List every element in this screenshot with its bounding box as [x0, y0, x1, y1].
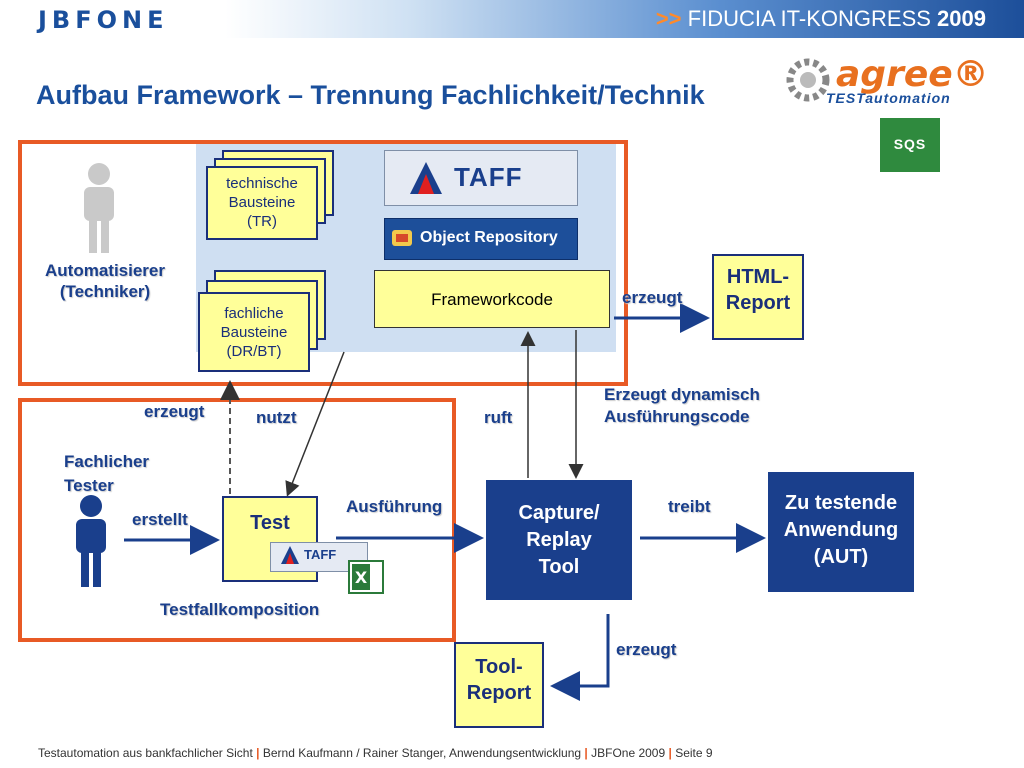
fachliche-line1: fachliche — [224, 305, 284, 322]
kongress-title: >> FIDUCIA IT-KONGRESS 2009 — [656, 6, 986, 32]
capture-line2: Replay — [526, 529, 592, 551]
label-erzeugt-html: erzeugt — [622, 288, 683, 307]
footer-sep: | — [256, 746, 260, 760]
capture-line1: Capture/ — [518, 502, 600, 524]
label-erstellt: erstellt — [132, 510, 188, 529]
aut-line3: (AUT) — [813, 546, 869, 568]
technische-line1: technische — [226, 175, 298, 192]
object-repository-banner — [384, 218, 578, 260]
label-ausfuehrung: Ausführung — [346, 497, 443, 516]
aut-line2: Anwendung — [783, 519, 899, 541]
frameworkcode-box: Frameworkcode — [374, 270, 610, 328]
svg-text:X: X — [355, 568, 368, 587]
footer-part1: Testautomation aus bankfachlicher Sicht — [38, 746, 253, 760]
kongress-year: 2009 — [937, 6, 986, 31]
sqs-text: SQS — [893, 136, 927, 152]
gear-icon — [786, 58, 830, 102]
technische-line2: Bausteine — [228, 194, 296, 211]
aut-box: Zu testende Anwendung (AUT) — [768, 472, 914, 592]
fachliche-line2: Bausteine — [220, 324, 288, 341]
html-report-line1: HTML- — [726, 266, 790, 288]
label-erzeugt-dynamisch: Erzeugt dynamisch Ausführungscode — [604, 384, 760, 428]
footer-sep: | — [584, 746, 588, 760]
object-repository-text: Object Repository — [420, 229, 558, 246]
jbfone-logo: JBFONE — [38, 6, 169, 34]
person-icon-automatisierer — [84, 163, 114, 253]
capture-replay-tool-box: Capture/ Replay Tool — [486, 480, 632, 600]
page-title: Aufbau Framework – Trennung Fachlichkeit… — [36, 80, 705, 110]
label-erzeugt-bottom: erzeugt — [616, 640, 677, 659]
taff-small-logo-icon — [281, 546, 299, 564]
automatisierer-line2: (Techniker) — [59, 282, 151, 301]
kongress-arrows: >> — [655, 6, 682, 31]
technische-bausteine-doc: technische Bausteine (TR) — [206, 166, 318, 240]
sqs-logo — [880, 118, 940, 172]
fachlicher-tester-label: Fachlicher Tester — [64, 450, 149, 498]
kongress-text: FIDUCIA IT-KONGRESS — [687, 6, 931, 31]
label-ruft: ruft — [484, 408, 513, 427]
label-nutzt: nutzt — [256, 408, 297, 427]
header-band — [0, 0, 1024, 38]
repository-icon — [392, 230, 412, 246]
testfallkomposition-label: Testfallkomposition — [160, 600, 320, 619]
tool-report-line1: Tool- — [475, 656, 523, 678]
footer-part2: Bernd Kaufmann / Rainer Stanger, Anwendu… — [262, 746, 582, 760]
agree-logo: agree® — [836, 54, 989, 95]
label-erzeugt-left: erzeugt — [144, 402, 205, 421]
label-treibt: treibt — [668, 497, 711, 516]
arrow-tool-report — [550, 614, 610, 701]
fachliche-bausteine-doc: fachliche Bausteine (DR/BT) — [198, 292, 310, 372]
fachlicher-line2: Tester — [64, 476, 114, 495]
taff-small-text: TAFF — [304, 547, 337, 562]
tool-report-doc: Tool- Report — [454, 642, 544, 728]
taff-banner — [384, 150, 578, 206]
automatisierer-line1: Automatisierer — [45, 261, 165, 280]
fachliche-line3: (DR/BT) — [226, 343, 282, 360]
label-erzeugt-dyn-line1: Erzeugt dynamisch — [604, 385, 760, 404]
capture-line3: Tool — [538, 556, 580, 578]
arrow-nutzt — [285, 351, 345, 497]
taff-banner-text: TAFF — [454, 162, 523, 192]
html-report-doc: HTML- Report — [712, 254, 804, 340]
html-report-line2: Report — [725, 292, 791, 314]
technik-frame — [18, 140, 628, 386]
taff-logo-icon — [410, 162, 442, 194]
footer-part3: JBFOne 2009 — [591, 746, 666, 760]
excel-icon: X — [348, 560, 384, 594]
person-icon-tester — [76, 495, 106, 587]
footer-sep: | — [668, 746, 672, 760]
fachlicher-line1: Fachlicher — [64, 452, 150, 471]
fachlichkeit-frame — [18, 398, 456, 642]
automatisierer-label: Automatisierer (Techniker) — [30, 260, 180, 302]
tool-report-line2: Report — [466, 682, 532, 704]
technische-line3: (TR) — [247, 213, 277, 230]
footer-part4: Seite 9 — [675, 746, 713, 760]
aut-line1: Zu testende — [784, 492, 898, 514]
label-erzeugt-dyn-line2: Ausführungscode — [604, 407, 750, 426]
agree-sub: TESTautomation — [826, 90, 951, 106]
footer: Testautomation aus bankfachlicher Sicht … — [38, 746, 713, 760]
